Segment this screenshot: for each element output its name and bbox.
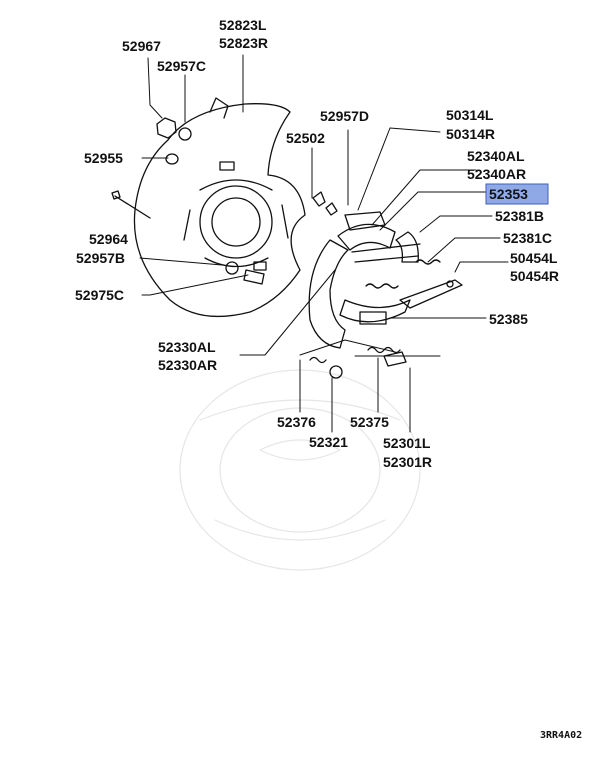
part-label-52957c[interactable]: 52957C: [157, 58, 207, 74]
part-label-50454r[interactable]: 50454R: [510, 268, 560, 284]
part-label-52321[interactable]: 52321: [309, 434, 348, 450]
part-label-52823r[interactable]: 52823R: [219, 35, 269, 51]
part-label-52385[interactable]: 52385: [489, 311, 528, 327]
part-label-52340al[interactable]: 52340AL: [467, 148, 525, 164]
part-label-52955[interactable]: 52955: [84, 150, 123, 166]
leader-lines: [139, 54, 509, 433]
part-label-50314l[interactable]: 50314L: [446, 107, 494, 123]
springs: [309, 259, 441, 379]
fasteners: [111, 117, 338, 285]
part-label-52330ar[interactable]: 52330AR: [158, 357, 218, 373]
diagram-code: 3RR4A02: [540, 730, 583, 741]
part-label-52301r[interactable]: 52301R: [383, 454, 433, 470]
backing-plate: [133, 97, 306, 318]
part-label-52502[interactable]: 52502: [286, 130, 325, 146]
part-label-50314r[interactable]: 50314R: [446, 126, 496, 142]
part-label-52381c[interactable]: 52381C: [503, 230, 553, 246]
part-label-52957b[interactable]: 52957B: [76, 250, 126, 266]
part-label-52301l[interactable]: 52301L: [383, 435, 431, 451]
part-label-50454l[interactable]: 50454L: [510, 250, 558, 266]
part-label-52964[interactable]: 52964: [89, 231, 128, 247]
brake-shoes: [308, 211, 421, 349]
part-label-52340ar[interactable]: 52340AR: [467, 166, 527, 182]
adjuster-lever: [399, 279, 463, 309]
part-label-52330al[interactable]: 52330AL: [158, 339, 216, 355]
part-label-52975c[interactable]: 52975C: [75, 287, 125, 303]
part-label-52957d[interactable]: 52957D: [320, 108, 370, 124]
highlight-box: [485, 183, 549, 205]
part-label-52967[interactable]: 52967: [122, 38, 161, 54]
part-label-52823l[interactable]: 52823L: [219, 17, 267, 33]
part-label-52376[interactable]: 52376: [277, 414, 316, 430]
part-label-52381b[interactable]: 52381B: [495, 208, 545, 224]
part-label-52353[interactable]: 52353: [489, 186, 528, 202]
part-label-52375[interactable]: 52375: [350, 414, 389, 430]
